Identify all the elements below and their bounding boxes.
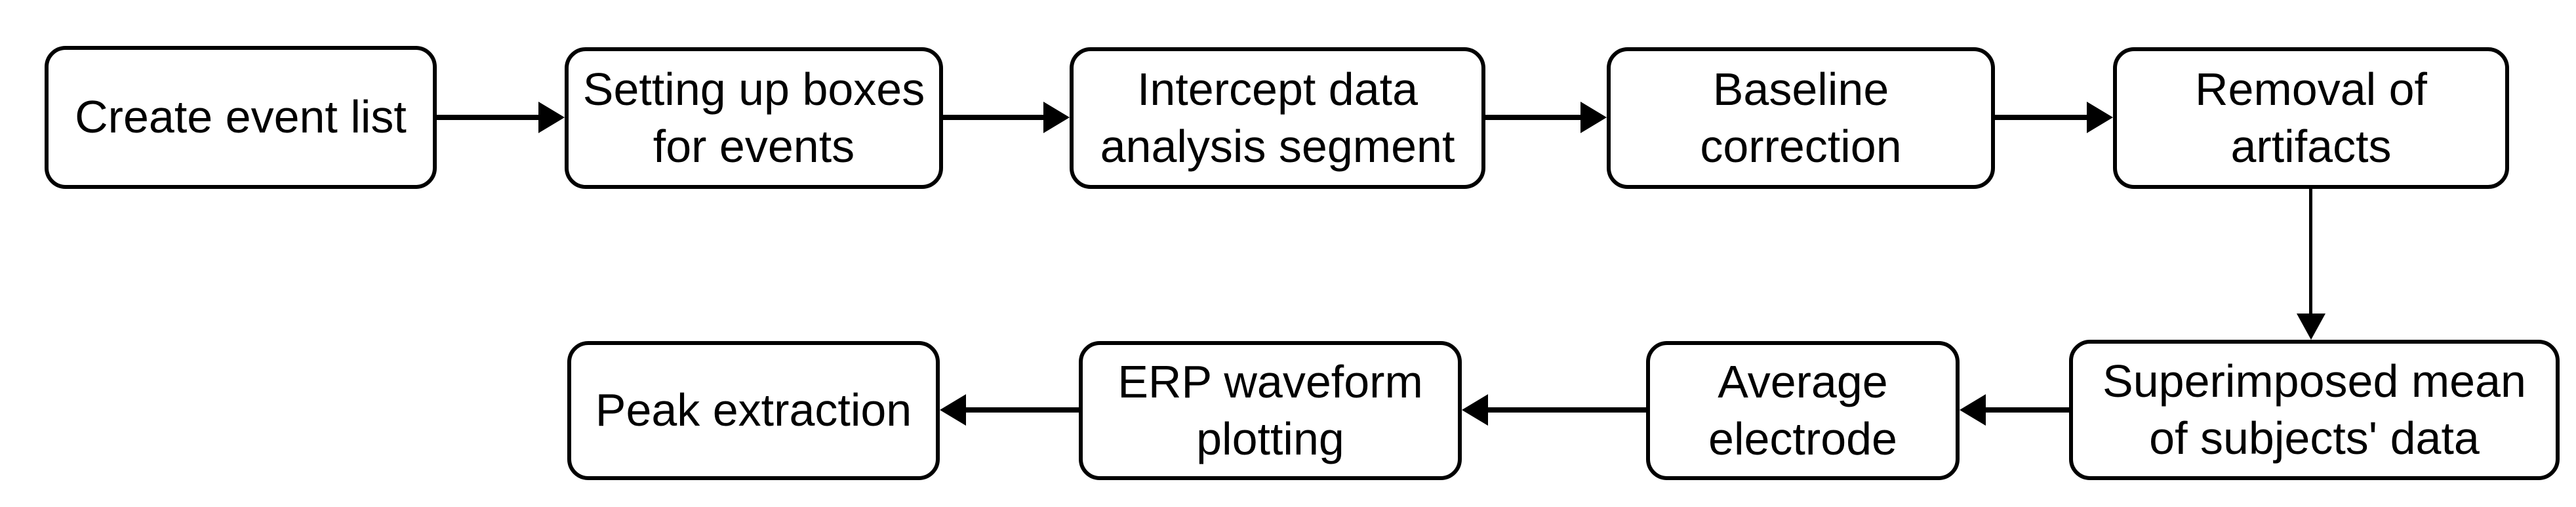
arrowhead-left-icon <box>1960 394 1986 426</box>
box-label-erp-waveform-plotting: ERP waveform plotting <box>1117 355 1423 465</box>
flow-box-create-event-list: Create event list <box>45 46 437 189</box>
box-label-removal-of-artifacts: Removal of artifacts <box>2194 63 2428 172</box>
flow-box-intercept-data-analysis-segment: Intercept data analysis segment <box>1070 47 1485 189</box>
box-label-average-electrode: Average electrode <box>1708 355 1897 465</box>
box-label-create-event-list: Create event list <box>75 91 407 143</box>
arrow-baseline-to-removal-shaft <box>1994 115 2089 120</box>
arrowhead-right-icon <box>1043 102 1070 133</box>
flow-box-average-electrode: Average electrode <box>1646 341 1960 480</box>
arrow-create-to-setting-shaft <box>435 115 541 120</box>
arrowhead-right-icon <box>2087 102 2113 133</box>
arrowhead-left-icon <box>940 394 966 426</box>
arrow-average-to-erp-shaft <box>1485 407 1646 413</box>
arrowhead-right-icon <box>1580 102 1607 133</box>
arrow-erp-to-peak-shaft <box>963 407 1079 413</box>
arrowhead-down-icon <box>2297 314 2325 340</box>
flow-box-baseline-correction: Baseline correction <box>1607 47 1995 189</box>
arrow-intercept-to-baseline-shaft <box>1484 115 1583 120</box>
flow-box-peak-extraction: Peak extraction <box>567 341 940 480</box>
box-label-setting-up-boxes-for-events: Setting up boxes for events <box>582 63 925 172</box>
box-label-baseline-correction: Baseline correction <box>1700 63 1902 172</box>
flow-box-superimposed-mean-of-subjects-data: Superimposed mean of subjects' data <box>2069 340 2560 480</box>
flow-box-setting-up-boxes-for-events: Setting up boxes for events <box>565 47 943 189</box>
box-label-intercept-data-analysis-segment: Intercept data analysis segment <box>1100 63 1455 172</box>
box-label-superimposed-mean-of-subjects-data: Superimposed mean of subjects' data <box>2103 355 2526 464</box>
arrow-setting-to-intercept-shaft <box>942 115 1046 120</box>
arrowhead-left-icon <box>1462 394 1488 426</box>
arrow-superimposed-to-average-shaft <box>1983 407 2069 413</box>
arrow-removal-to-superimposed-shaft <box>2309 188 2312 316</box>
flow-box-erp-waveform-plotting: ERP waveform plotting <box>1079 341 1462 480</box>
box-label-peak-extraction: Peak extraction <box>595 384 912 436</box>
flow-box-removal-of-artifacts: Removal of artifacts <box>2113 47 2509 189</box>
arrowhead-right-icon <box>538 102 565 133</box>
